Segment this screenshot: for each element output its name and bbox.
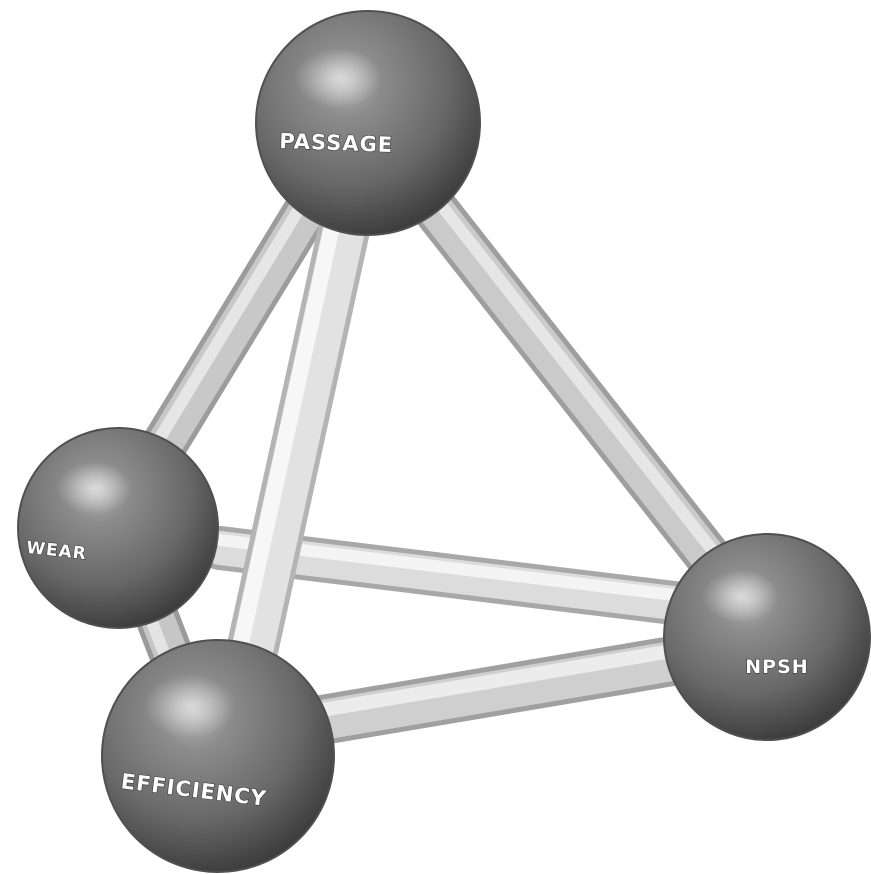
rod-passage-npsh	[428, 196, 731, 578]
node-passage: PASSAGE	[256, 11, 480, 235]
node-label-passage: PASSAGE	[279, 129, 394, 157]
node-efficiency: EFFICIENCY	[102, 640, 334, 872]
node-npsh: NPSH	[664, 534, 870, 740]
rod-efficiency-npsh	[310, 648, 690, 722]
node-label-npsh: NPSH	[745, 656, 808, 678]
node-wear: WEAR	[18, 428, 218, 628]
